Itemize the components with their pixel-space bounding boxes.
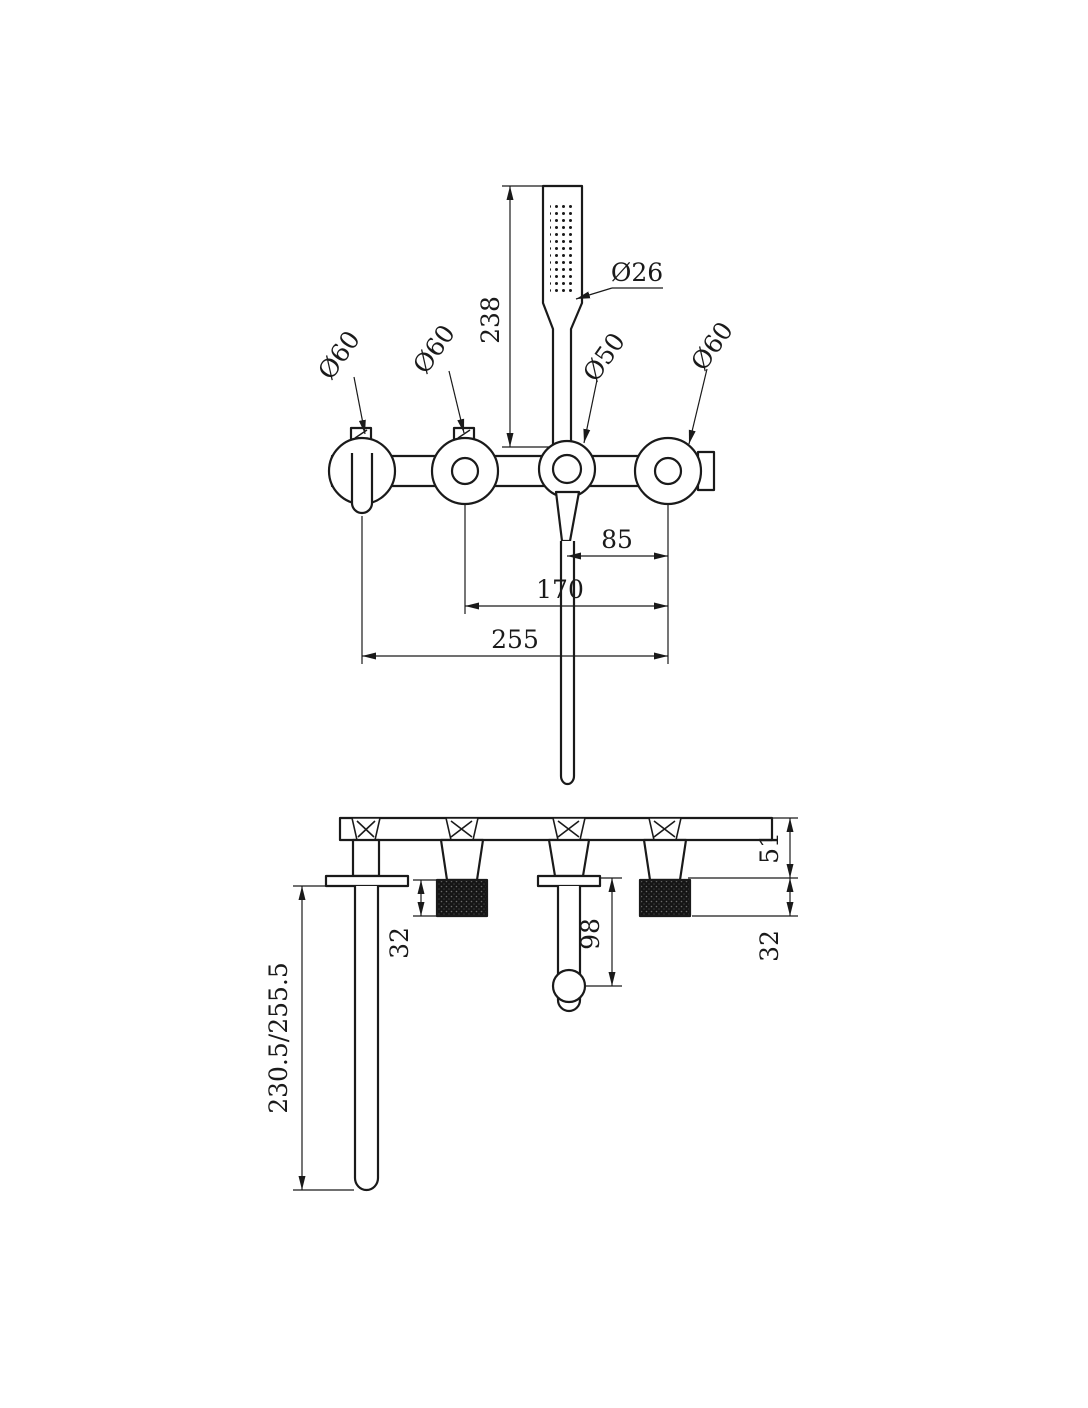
bar-nut-4	[648, 817, 682, 841]
spout-front	[350, 453, 374, 515]
leader-knob-mid	[448, 370, 465, 434]
dim-32-left: 32	[385, 927, 414, 959]
mixer-left-knurl	[435, 878, 489, 918]
bar-nut-3	[552, 817, 586, 841]
dim-51: 51	[755, 832, 784, 864]
dim-knob-mid-diameter: Ø60	[407, 319, 461, 378]
front-view	[327, 184, 716, 786]
diverter-side	[536, 838, 602, 1013]
mixer-left-side	[435, 838, 489, 918]
dimension-51	[688, 817, 798, 879]
dim-hand-shower-diameter: Ø26	[611, 258, 663, 287]
spout-tube	[353, 886, 380, 1192]
leader-knob-right	[688, 368, 708, 445]
diverter-lever	[554, 490, 581, 543]
dim-170: 170	[536, 575, 584, 604]
dim-hand-shower-length: 238	[476, 296, 505, 344]
diverter-ball	[551, 968, 587, 1004]
dimension-98	[585, 877, 622, 987]
dim-spout-reach: 230.5/255.5	[264, 962, 293, 1114]
dim-32-right: 32	[755, 930, 784, 962]
hand-shower-spray-face	[550, 202, 575, 292]
mixer-right-side	[638, 838, 692, 918]
bar-nut-2	[445, 817, 479, 841]
front-dimensions	[353, 185, 708, 664]
hand-shower	[541, 184, 584, 448]
dimension-spout-reach	[293, 885, 354, 1191]
dim-85: 85	[601, 525, 633, 554]
leader-hand-shower-diameter	[575, 287, 663, 300]
spout-side	[324, 838, 410, 1192]
dim-255: 255	[491, 625, 539, 654]
shower-hose	[559, 541, 576, 786]
labels: Ø26 238 Ø60 Ø60 Ø50 Ø60 85 170 255 51 32…	[264, 258, 784, 1114]
bar-nut-1	[351, 817, 381, 841]
dimension-32-left	[413, 879, 437, 917]
knob-right-hub	[653, 456, 683, 486]
leader-knob-left	[353, 376, 366, 435]
dimension-hand-shower-length	[502, 185, 549, 448]
knob-mid-hub	[450, 456, 480, 486]
dim-bracket-diameter: Ø50	[577, 327, 631, 386]
side-dimensions	[293, 817, 798, 1191]
bracket-hub	[551, 453, 583, 485]
dimension-32-right	[692, 878, 798, 917]
mixer-right-knurl	[638, 878, 692, 918]
diverter-flange	[536, 874, 602, 888]
dim-knob-right-diameter: Ø60	[685, 316, 739, 375]
side-view	[324, 816, 774, 1192]
dim-knob-left-diameter: Ø60	[312, 325, 366, 384]
leader-bracket	[583, 379, 598, 444]
spout-flange	[324, 874, 410, 888]
dim-98: 98	[576, 918, 605, 950]
